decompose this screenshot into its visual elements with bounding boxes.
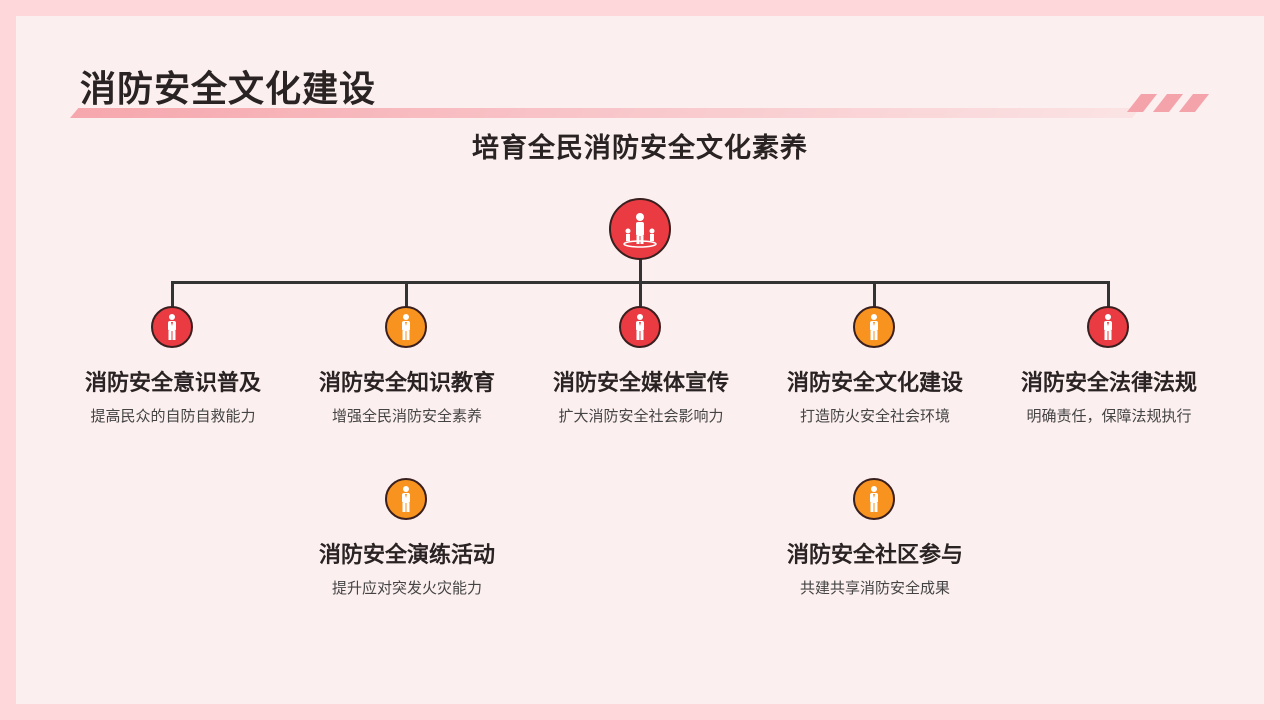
node-description: 提高民众的自防自救能力 (90, 407, 256, 425)
person-icon (853, 306, 895, 348)
person-icon (1087, 306, 1129, 348)
node-title: 消防安全法律法规 (1020, 371, 1197, 396)
diagram-subtitle: 培育全民消防安全文化素养 (472, 133, 808, 164)
node-title: 消防安全意识普及 (84, 371, 261, 396)
person-icon (385, 478, 427, 520)
node-description: 提升应对突发火灾能力 (331, 579, 482, 597)
slide-background (16, 16, 1264, 704)
title-underline (70, 108, 1141, 118)
node-title: 消防安全媒体宣传 (552, 371, 729, 396)
node-connector (405, 281, 408, 307)
node-title: 消防安全文化建设 (786, 371, 963, 396)
node-connector (639, 281, 642, 307)
node-title: 消防安全演练活动 (318, 543, 495, 568)
node-description: 增强全民消防安全素养 (331, 407, 482, 425)
node-connector (171, 281, 174, 307)
node-description: 打造防火安全社会环境 (799, 407, 950, 425)
presenter-icon (609, 198, 671, 260)
person-icon (151, 306, 193, 348)
node-description: 共建共享消防安全成果 (799, 579, 950, 597)
person-icon (385, 306, 427, 348)
person-icon (619, 306, 661, 348)
node-description: 扩大消防安全社会影响力 (558, 407, 724, 425)
root-connector (639, 259, 642, 282)
node-connector (1107, 281, 1110, 307)
node-connector (873, 281, 876, 307)
node-title: 消防安全社区参与 (786, 543, 963, 568)
node-title: 消防安全知识教育 (318, 371, 495, 396)
page-title: 消防安全文化建设 (80, 69, 377, 110)
node-description: 明确责任，保障法规执行 (1026, 407, 1192, 425)
person-icon (853, 478, 895, 520)
